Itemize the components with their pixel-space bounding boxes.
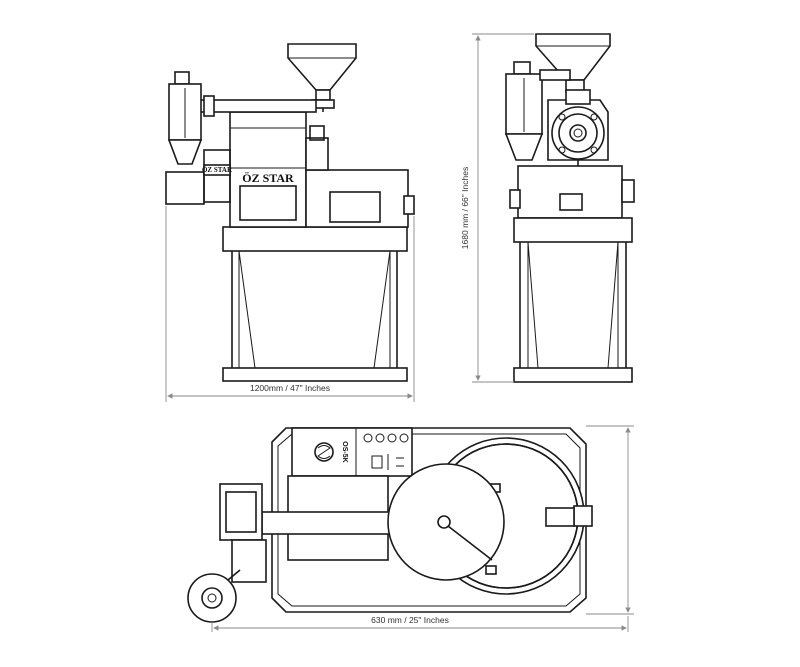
front-brand-label: ÖZ STAR bbox=[242, 171, 294, 185]
top-gauge-2-icon bbox=[375, 433, 385, 443]
front-cooling-motor bbox=[165, 171, 205, 205]
top-gauge-3-icon bbox=[387, 433, 397, 443]
front-door-window bbox=[239, 185, 297, 221]
front-hopper bbox=[287, 43, 357, 91]
front-stand-base bbox=[222, 367, 408, 382]
top-chaff-duct bbox=[261, 511, 393, 535]
front-exhaust-pipe bbox=[197, 99, 317, 113]
side-cyclone-cone bbox=[504, 133, 544, 161]
top-logo-icon bbox=[314, 442, 334, 462]
top-switch bbox=[371, 455, 383, 469]
top-drum-cover bbox=[387, 463, 505, 581]
width-dimension-label: 1200mm / 47" Inches bbox=[250, 383, 330, 393]
front-drum-housing bbox=[229, 111, 307, 228]
side-stand-top bbox=[513, 217, 633, 243]
side-cyclone-cap bbox=[513, 61, 531, 75]
front-control-housing bbox=[305, 169, 409, 228]
side-access-panel bbox=[559, 193, 583, 211]
front-cyclone-cap bbox=[174, 71, 190, 85]
front-brand-small-label: ÖZ STAR bbox=[202, 166, 233, 174]
front-panel-window bbox=[329, 191, 381, 223]
front-cyclone-cone bbox=[167, 139, 203, 165]
front-stand-top bbox=[222, 226, 408, 252]
side-handle bbox=[621, 179, 635, 203]
front-view: ÖZ STAR ÖZ STAR 1200mm / 47" Inches bbox=[165, 43, 415, 402]
depth-dimension-label: 630 mm / 25" Inches bbox=[371, 615, 449, 625]
top-gauge-1-icon bbox=[363, 433, 373, 443]
front-cooling-tray bbox=[203, 149, 231, 203]
height-dimension-label: 1680 mm / 66" Inches bbox=[460, 167, 470, 249]
top-view: OS-5K bbox=[187, 425, 634, 632]
side-stand-base bbox=[513, 367, 633, 383]
front-hopper-valve bbox=[315, 89, 331, 101]
top-cyclone-circle bbox=[187, 573, 237, 623]
front-handle bbox=[403, 195, 415, 215]
side-view: 1680 mm / 66" Inches bbox=[460, 33, 635, 383]
front-side-motor bbox=[305, 137, 329, 171]
side-drum-plate bbox=[547, 99, 609, 161]
side-drum-face bbox=[551, 106, 605, 160]
top-model-label: OS-5K bbox=[341, 441, 348, 462]
top-gauge-4-icon bbox=[399, 433, 409, 443]
side-drum-top-valve bbox=[565, 89, 591, 105]
top-control-panel bbox=[291, 427, 413, 477]
top-stirring-arm bbox=[447, 525, 493, 561]
